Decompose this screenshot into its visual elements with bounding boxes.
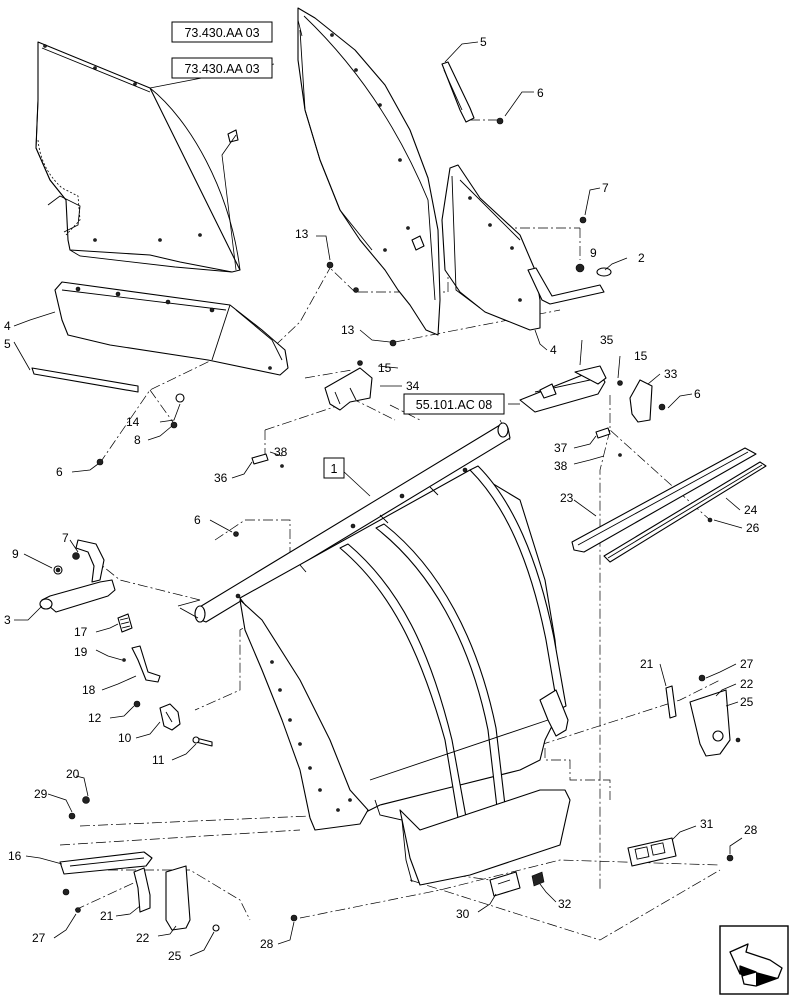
decal-30: [489, 871, 521, 897]
callout-7[interactable]: 7: [62, 531, 69, 545]
callout-4[interactable]: 4: [550, 343, 557, 357]
callout-5[interactable]: 5: [480, 35, 487, 49]
callout-18[interactable]: 18: [82, 683, 96, 697]
callout-8[interactable]: 8: [134, 433, 141, 447]
callout-6[interactable]: 6: [694, 387, 701, 401]
decal-32: [531, 871, 545, 887]
left-upper-shield: [35, 41, 241, 273]
part-5-left-strap: [31, 367, 139, 393]
part-11-bolt: [192, 736, 213, 747]
part-35-actuator: [519, 365, 607, 413]
callout-13[interactable]: 13: [341, 323, 355, 337]
part-3-arm: [39, 539, 116, 613]
callout-21[interactable]: 21: [640, 657, 654, 671]
callout-28[interactable]: 28: [260, 937, 274, 951]
callout-27[interactable]: 27: [740, 657, 754, 671]
part-4-right-plate: [441, 164, 541, 331]
callout-25[interactable]: 25: [168, 949, 182, 963]
callout-22[interactable]: 22: [136, 931, 150, 945]
callout-10[interactable]: 10: [118, 731, 132, 745]
ref-box-mid[interactable]: 55.101.AC 08: [403, 393, 505, 415]
callout-9[interactable]: 9: [590, 246, 597, 260]
callout-6[interactable]: 6: [194, 513, 201, 527]
callout-12[interactable]: 12: [88, 711, 102, 725]
right-upper-shield: [297, 7, 441, 336]
callout-7[interactable]: 7: [602, 181, 609, 195]
callout-25[interactable]: 25: [740, 695, 754, 709]
ref-box-top-2[interactable]: 73.430.AA 03: [171, 57, 273, 79]
callout-23[interactable]: 23: [560, 491, 574, 505]
callout-16[interactable]: 16: [8, 849, 22, 863]
callout-4[interactable]: 4: [4, 319, 11, 333]
part-23-rail: [571, 447, 757, 553]
callout-36[interactable]: 36: [214, 471, 228, 485]
callout-13[interactable]: 13: [295, 227, 309, 241]
part-21-bracket-left: [133, 867, 151, 913]
part-22-flap-right: [689, 689, 731, 757]
part-16-bar: [59, 851, 153, 875]
callout-32[interactable]: 32: [558, 897, 572, 911]
callout-14[interactable]: 14: [126, 415, 140, 429]
callout-17[interactable]: 17: [74, 625, 88, 639]
part-33-bracket: [629, 379, 653, 423]
part-21-bracket-right: [665, 685, 677, 719]
callout-30[interactable]: 30: [456, 907, 470, 921]
callout-15[interactable]: 15: [378, 361, 392, 375]
callout-9[interactable]: 9: [12, 547, 19, 561]
part-22-flap-left: [165, 865, 191, 931]
ref-text-mid: 55.101.AC 08: [416, 398, 492, 412]
callout-2[interactable]: 2: [638, 251, 645, 265]
main-part-box[interactable]: 1: [323, 457, 345, 479]
callout-33[interactable]: 33: [664, 367, 678, 381]
callout-38[interactable]: 38: [554, 459, 568, 473]
callout-22[interactable]: 22: [740, 677, 754, 691]
part-24-rail: [603, 461, 767, 563]
callout-38[interactable]: 38: [274, 445, 288, 459]
part-34-bracket: [324, 367, 373, 411]
hardware: [53, 117, 741, 932]
callout-24[interactable]: 24: [744, 503, 758, 517]
part-1-main-frame: [177, 422, 571, 886]
main-part-number: 1: [331, 462, 338, 476]
part-5-top-strap: [441, 61, 475, 123]
callout-26[interactable]: 26: [746, 521, 760, 535]
callout-19[interactable]: 19: [74, 645, 88, 659]
callout-37[interactable]: 37: [554, 441, 568, 455]
part-17-spring: [117, 613, 133, 633]
callout-11[interactable]: 11: [152, 753, 165, 767]
part-10-clamp: [159, 703, 181, 731]
arrow-nav-icon[interactable]: [719, 925, 789, 995]
callout-15[interactable]: 15: [634, 349, 648, 363]
callout-34[interactable]: 34: [406, 379, 420, 393]
callout-6[interactable]: 6: [537, 86, 544, 100]
callout-3[interactable]: 3: [4, 613, 11, 627]
ref-text-top-2: 73.430.AA 03: [184, 62, 259, 76]
ref-text-top-1: 73.430.AA 03: [184, 26, 259, 40]
callout-28[interactable]: 28: [744, 823, 758, 837]
ref-box-top-1[interactable]: 73.430.AA 03: [171, 21, 273, 43]
part-2-lever-arm: [527, 263, 612, 305]
part-4-left-plate: [54, 281, 289, 376]
callout-numbers: 5 6 7 9 2 13 13 4 5 4 35 15 15 33 34 6 1…: [4, 35, 760, 963]
callout-35[interactable]: 35: [600, 333, 614, 347]
part-18-link: [131, 645, 161, 683]
callout-21[interactable]: 21: [100, 909, 114, 923]
callout-20[interactable]: 20: [66, 767, 80, 781]
callout-31[interactable]: 31: [700, 817, 714, 831]
callout-6[interactable]: 6: [56, 465, 63, 479]
decal-31: [627, 837, 677, 867]
callout-29[interactable]: 29: [34, 787, 48, 801]
callout-5[interactable]: 5: [4, 337, 11, 351]
callout-27[interactable]: 27: [32, 931, 46, 945]
